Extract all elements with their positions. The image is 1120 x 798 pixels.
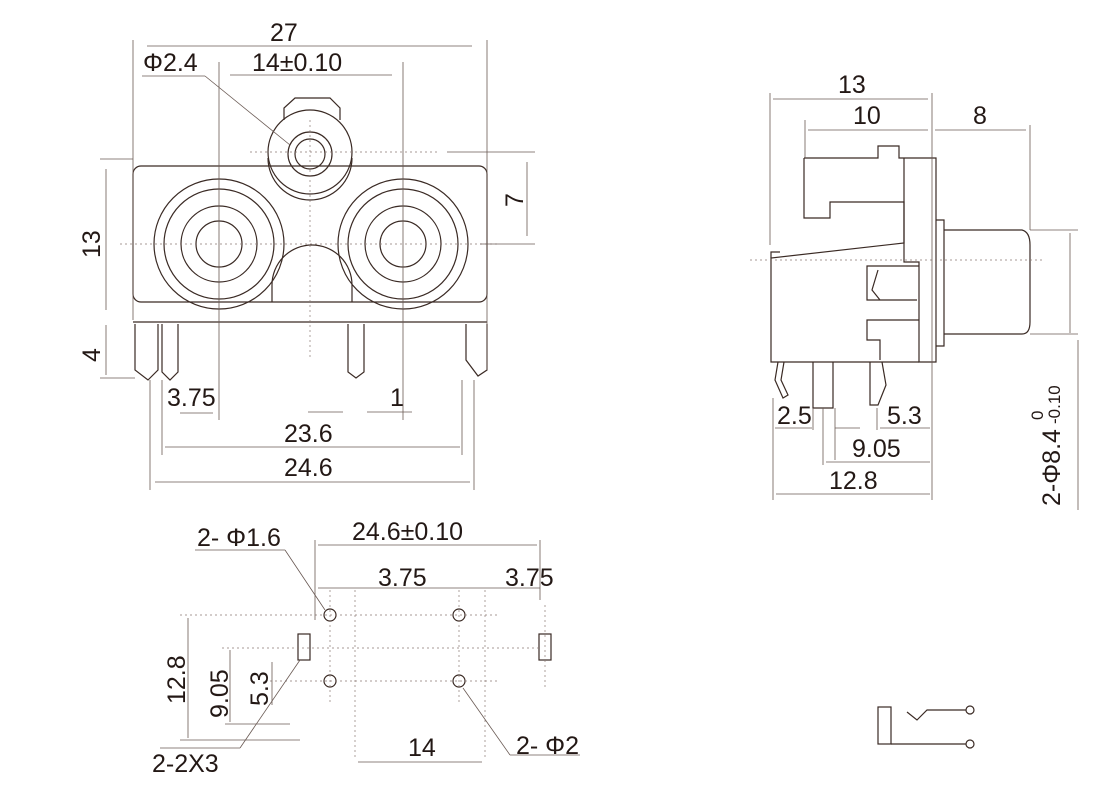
dim-pin-width: 1	[390, 384, 404, 412]
dim-side-2-5: 2.5	[777, 402, 812, 430]
side-dimension-lines	[769, 93, 1079, 510]
footprint-center-lines	[180, 590, 546, 760]
slot-left	[297, 633, 311, 661]
tolerance-lower: -0.10	[1045, 385, 1064, 424]
side-pin-1	[774, 361, 789, 399]
dim-side-10: 10	[853, 102, 881, 130]
dim-footprint-span: 24.6±0.10	[352, 518, 463, 546]
dim-inner-span: 23.6	[284, 420, 333, 448]
dim-footprint-9-05: 9.05	[206, 669, 234, 718]
dim-small-holes: 2- Φ1.6	[197, 524, 281, 552]
dim-hole-pitch: 14	[408, 734, 436, 762]
dim-outer-span: 24.6	[284, 454, 333, 482]
side-view: 13 10 8 2.5 5.3 9.05 12.8 2-Φ8.4 0 -0.10	[750, 71, 1079, 510]
flange	[936, 219, 945, 347]
side-pin-2	[812, 362, 834, 409]
rca-jack-schematic-symbol	[877, 705, 975, 749]
dim-side-13: 13	[838, 71, 866, 99]
dim-footprint-5-3: 5.3	[246, 671, 274, 706]
side-top-block	[804, 145, 937, 363]
dim-offset-left: 3.75	[378, 564, 427, 592]
footprint-view: 2- Φ1.6 24.6±0.10 3.75 3.75 12.8 9.05 5.…	[152, 518, 580, 778]
dim-pin-offset: 3.75	[167, 384, 216, 412]
tolerance-upper: 0	[1028, 411, 1047, 420]
dim-jack-pitch: 14±0.10	[252, 49, 342, 77]
dim-post-offset: 7	[501, 193, 529, 207]
dim-side-12-8: 12.8	[829, 467, 878, 495]
dim-side-8: 8	[973, 102, 987, 130]
dim-jack-diameter: 2-Φ8.4 0 -0.10	[1028, 385, 1066, 506]
side-pin-3	[869, 361, 887, 406]
dim-side-9-05: 9.05	[852, 435, 901, 463]
dim-pin-length: 4	[78, 348, 106, 362]
jack-barrel	[944, 229, 1031, 335]
side-body	[770, 158, 919, 363]
front-view: 27 Φ2.4 14±0.10 13 7 4 3.75 1 23.6 24.6	[78, 19, 535, 490]
dim-large-holes: 2- Φ2	[516, 732, 579, 760]
bottom-notch	[271, 244, 353, 302]
dim-body-height: 13	[78, 230, 106, 258]
dim-post-diameter: Φ2.4	[143, 49, 198, 77]
dim-offset-right: 3.75	[505, 564, 554, 592]
dim-slots: 2-2X3	[152, 750, 219, 778]
dim-side-5-3: 5.3	[887, 402, 922, 430]
ground-post	[267, 97, 353, 201]
center-lines	[120, 120, 500, 360]
front-dimension-lines	[100, 40, 535, 490]
jack-diameter-text: 2-Φ8.4	[1038, 429, 1066, 506]
dim-footprint-12-8: 12.8	[163, 655, 191, 704]
dim-27: 27	[270, 19, 298, 47]
footprint-dimension-lines	[160, 540, 580, 763]
